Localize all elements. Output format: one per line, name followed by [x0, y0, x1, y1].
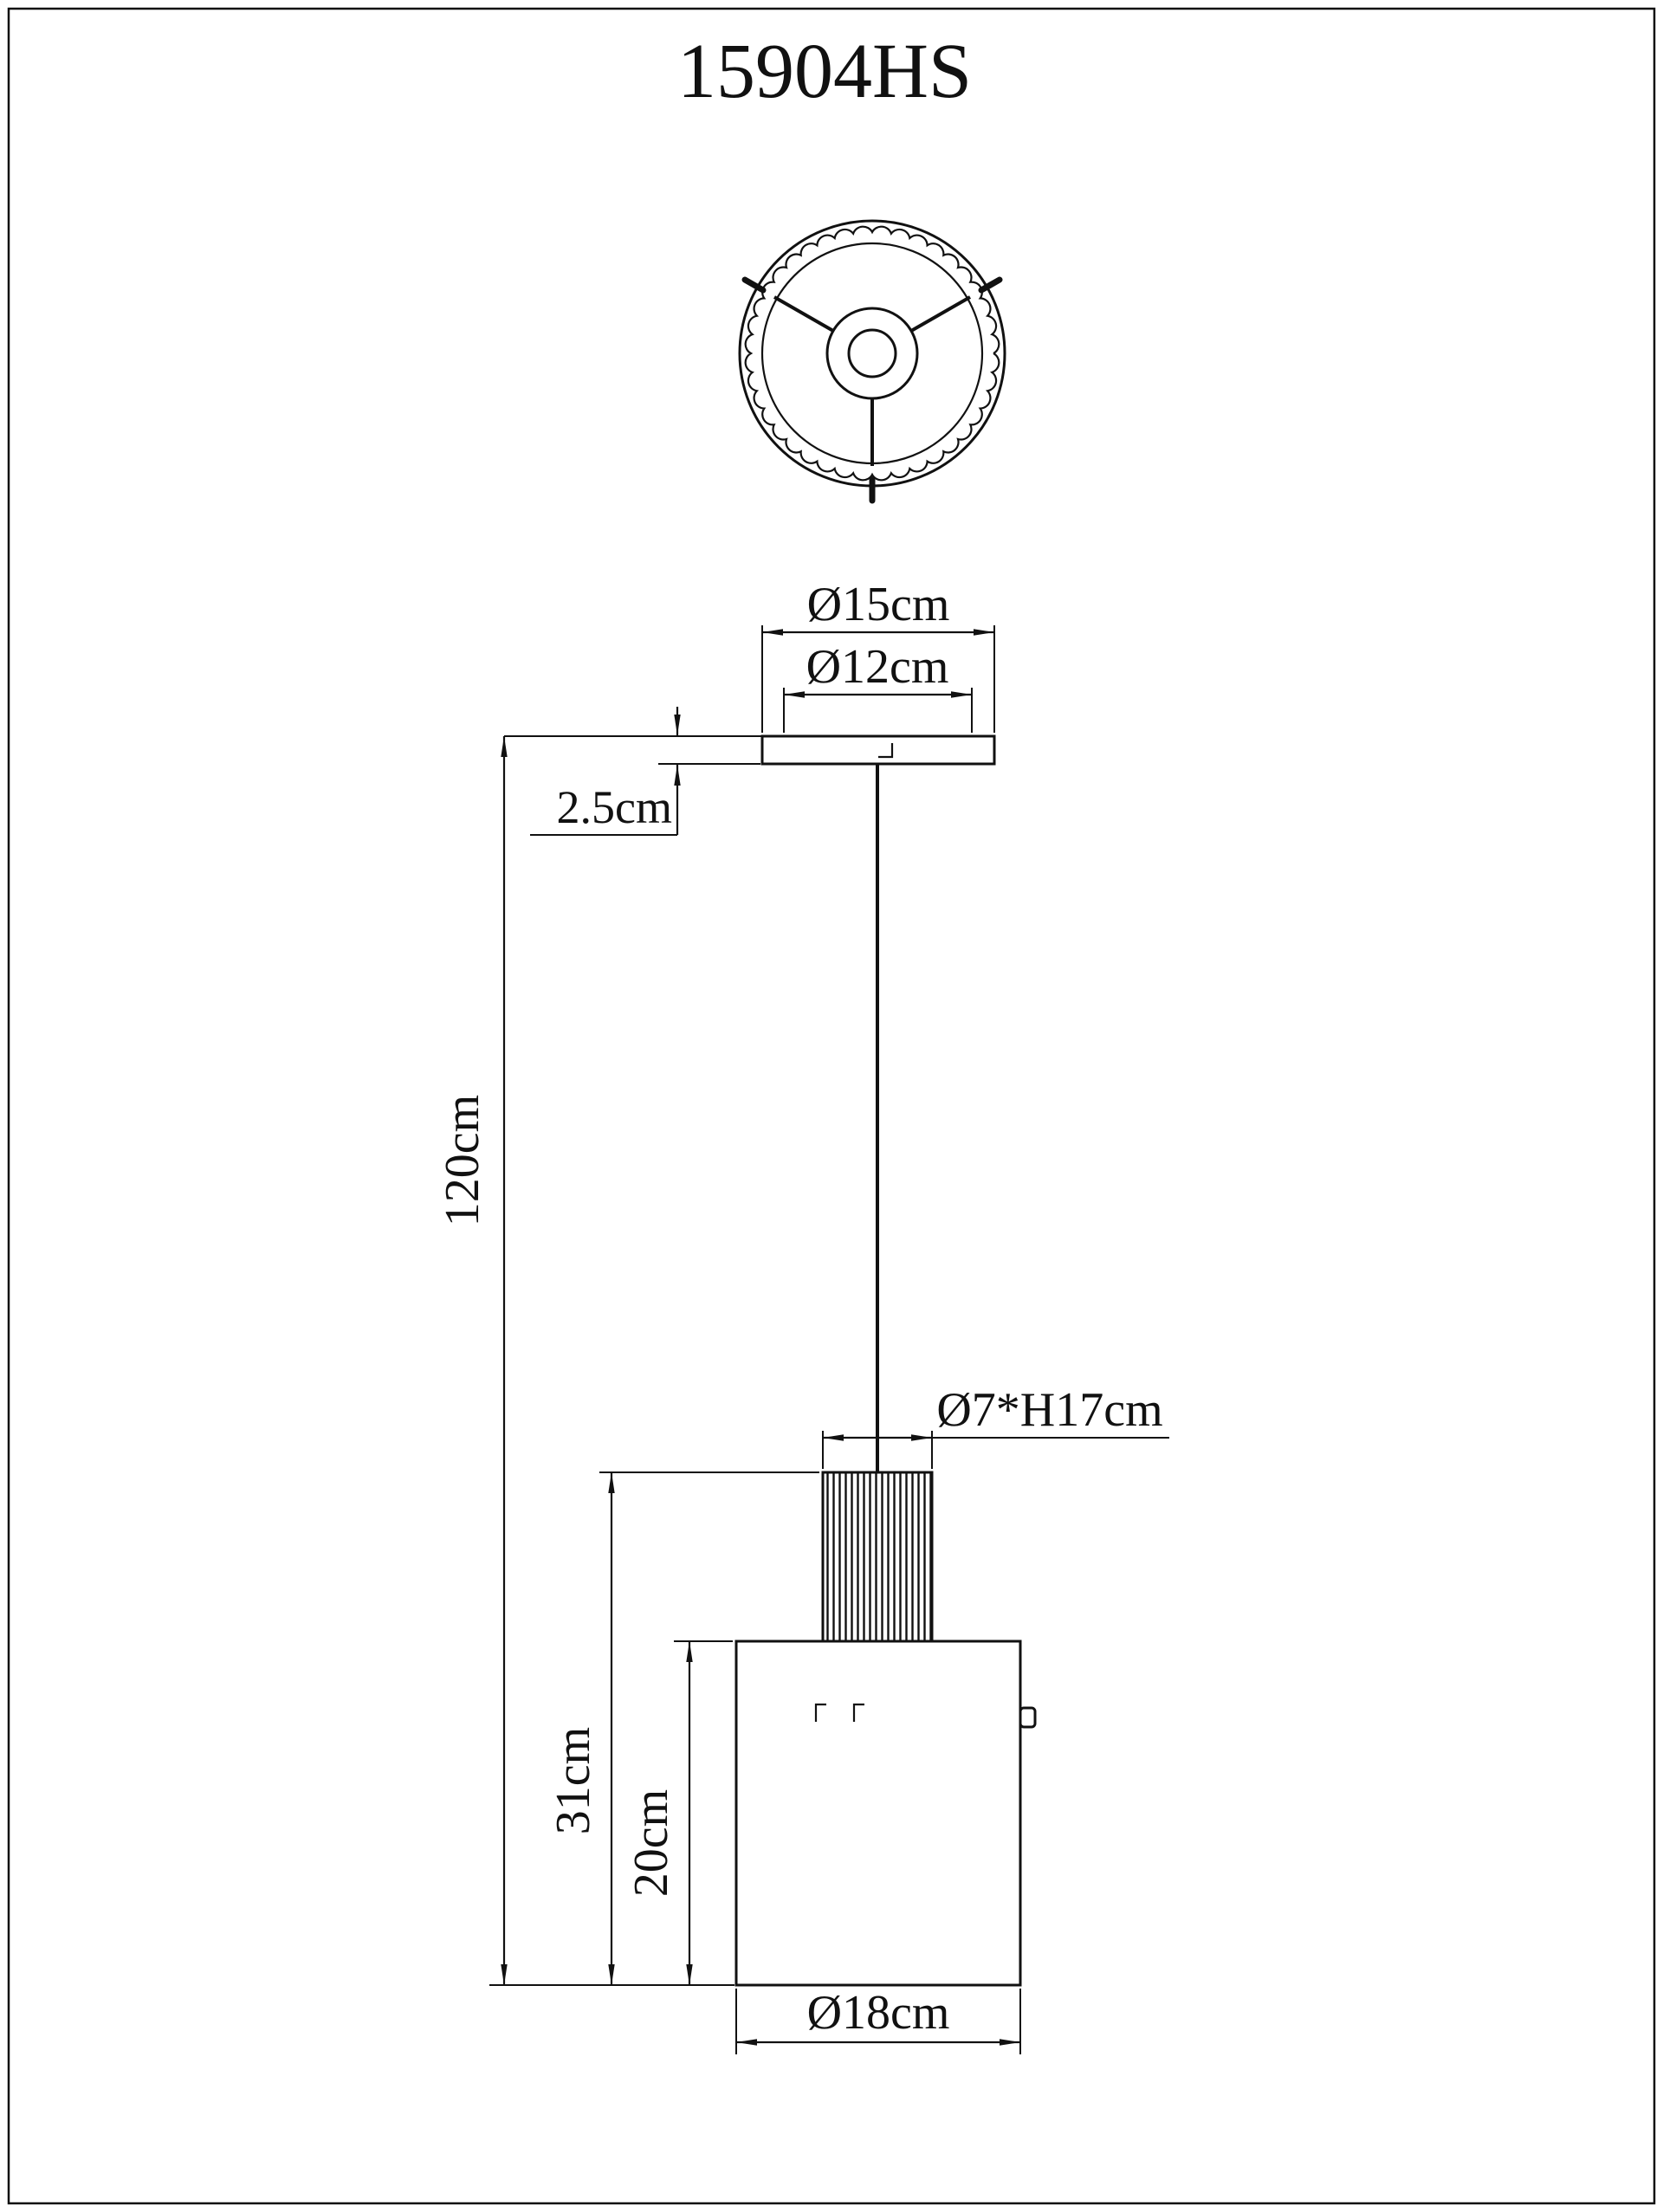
dim-label-body-height: 31cm — [547, 1727, 600, 1834]
drawing-title: 15904HS — [677, 29, 972, 114]
dim-label-shade-diameter: Ø18cm — [807, 1986, 950, 2040]
hub-outer-circle — [825, 307, 919, 400]
dim-body-height: 31cm — [547, 1472, 615, 1985]
spoke — [773, 295, 834, 333]
page-border — [7, 7, 1656, 2205]
spoke — [910, 295, 971, 333]
scalloped-ring — [744, 225, 1000, 482]
socket-detail — [814, 1703, 826, 1722]
canopy-hook-detail — [878, 743, 894, 759]
dim-shade-diameter: Ø18cm — [735, 1986, 1021, 2054]
ribbed-holder — [821, 1471, 934, 1643]
dim-label-canopy-inner: Ø12cm — [806, 640, 949, 694]
rim-pin — [978, 276, 1003, 294]
top-view — [738, 219, 1006, 504]
shade-outline — [734, 1640, 1022, 1987]
canopy-outline — [760, 734, 996, 766]
dim-holder: Ø7*H17cm — [822, 1383, 1169, 1469]
dim-label-canopy-diameter: Ø15cm — [807, 578, 950, 631]
side-thumbscrew — [1019, 1706, 1037, 1729]
ceiling-canopy — [760, 734, 996, 766]
hub-inner-circle — [847, 328, 897, 378]
dim-canopy-diameter: Ø15cm — [761, 578, 995, 733]
dim-label-canopy-height: 2.5cm — [557, 781, 672, 833]
dim-shade-height: 20cm — [624, 1641, 693, 1985]
dim-label-suspension-length: 120cm — [436, 1095, 489, 1226]
dim-label-shade-height: 20cm — [624, 1789, 678, 1897]
dim-canopy-height: 2.5cm — [530, 707, 681, 836]
socket-detail — [852, 1703, 864, 1722]
lamp-shade — [734, 1640, 1037, 1987]
dim-canopy-inner-diameter: Ø12cm — [783, 640, 973, 733]
dim-suspension-length: 120cm — [436, 736, 508, 1985]
dim-label-holder: Ø7*H17cm — [936, 1383, 1162, 1437]
rim-pin — [741, 276, 767, 294]
